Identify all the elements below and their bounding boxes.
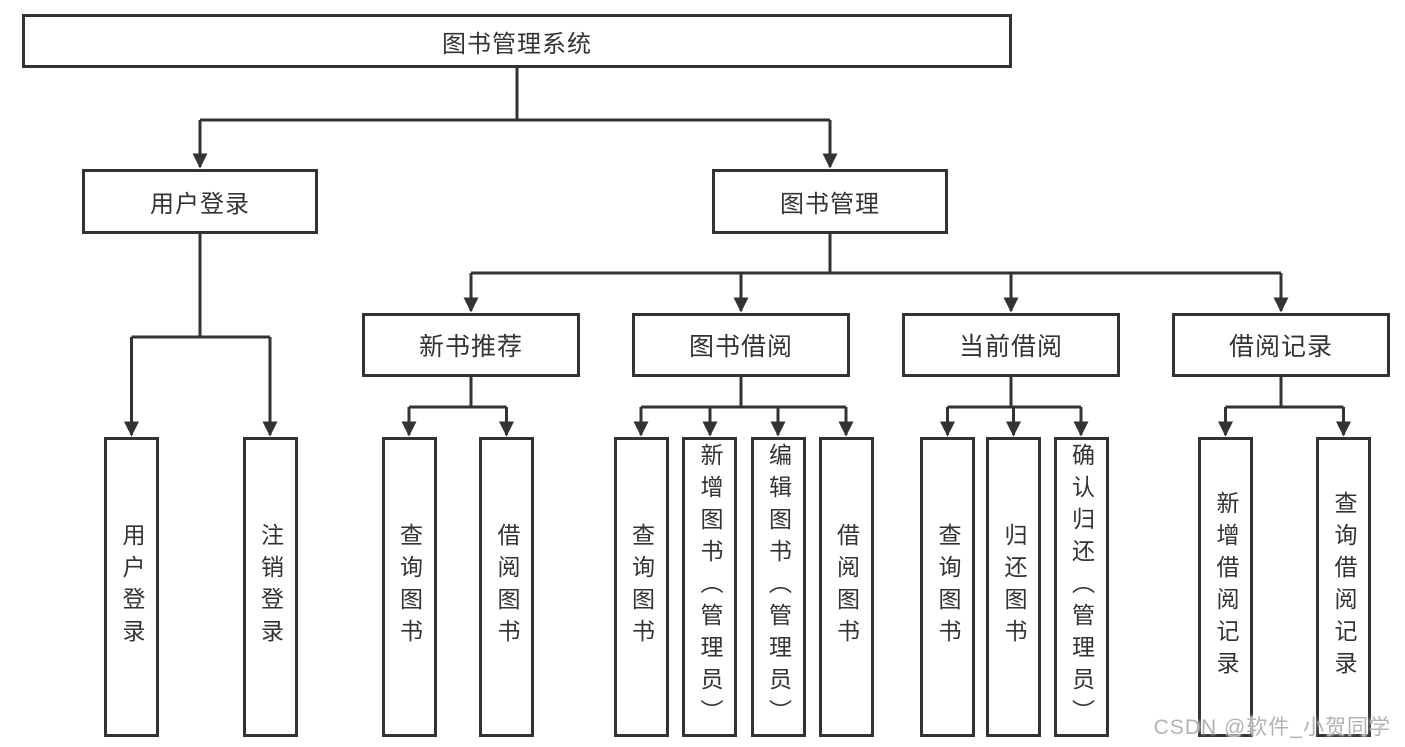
node-root-library-system: 图书管理系统: [22, 14, 1012, 68]
node-label: 借阅图书: [833, 523, 860, 651]
node-label: 借阅记录: [1228, 333, 1333, 361]
leaf-query-books-current: 查询图书: [920, 437, 975, 737]
leaf-add-books-admin: 新增图书（管理员）: [682, 437, 737, 737]
node-label: 注销登录: [257, 523, 284, 651]
leaf-query-books-borrow: 查询图书: [613, 437, 669, 737]
node-label: 查询图书: [396, 523, 423, 651]
leaf-logout: 注销登录: [242, 437, 298, 737]
node-label: 图书借阅: [688, 333, 793, 361]
node-label: 新书推荐: [418, 333, 523, 361]
node-label: 确认归还（管理员）: [1068, 443, 1095, 731]
leaf-confirm-return-admin: 确认归还（管理员）: [1053, 437, 1109, 737]
leaf-query-books-recommend: 查询图书: [381, 437, 437, 737]
node-label: 用户登录: [150, 191, 250, 218]
node-book-management-group: 图书管理: [712, 169, 948, 234]
watermark: CSDN @软件_小贺同学: [1153, 716, 1391, 739]
node-label: 当前借阅: [958, 333, 1063, 361]
leaf-return-books: 归还图书: [986, 437, 1041, 737]
node-label: 用户登录: [119, 523, 145, 651]
node-label: 借阅图书: [494, 523, 520, 651]
leaf-borrow-books: 借阅图书: [818, 437, 874, 737]
node-label: 新增借阅记录: [1213, 491, 1239, 683]
leaf-borrow-books-recommend: 借阅图书: [479, 437, 534, 737]
leaf-user-login: 用户登录: [104, 437, 159, 737]
node-label: 查询借阅记录: [1331, 491, 1357, 683]
leaf-edit-books-admin: 编辑图书（管理员）: [750, 437, 806, 737]
node-new-book-recommend: 新书推荐: [362, 313, 580, 377]
node-book-borrow: 图书借阅: [632, 313, 850, 377]
node-label: 查询图书: [935, 523, 961, 651]
leaf-add-borrow-record: 新增借阅记录: [1198, 437, 1253, 737]
node-borrow-record: 借阅记录: [1172, 313, 1390, 377]
leaf-query-borrow-record: 查询借阅记录: [1316, 437, 1371, 737]
node-user-login-group: 用户登录: [82, 169, 318, 234]
node-label: 图书管理系统: [442, 30, 592, 58]
node-label: 新增图书（管理员）: [697, 443, 723, 731]
node-label: 编辑图书（管理员）: [765, 443, 792, 731]
node-label: 图书管理: [780, 191, 880, 218]
node-label: 归还图书: [1001, 523, 1027, 651]
node-label: 查询图书: [628, 523, 655, 651]
node-current-borrow: 当前借阅: [902, 313, 1120, 377]
